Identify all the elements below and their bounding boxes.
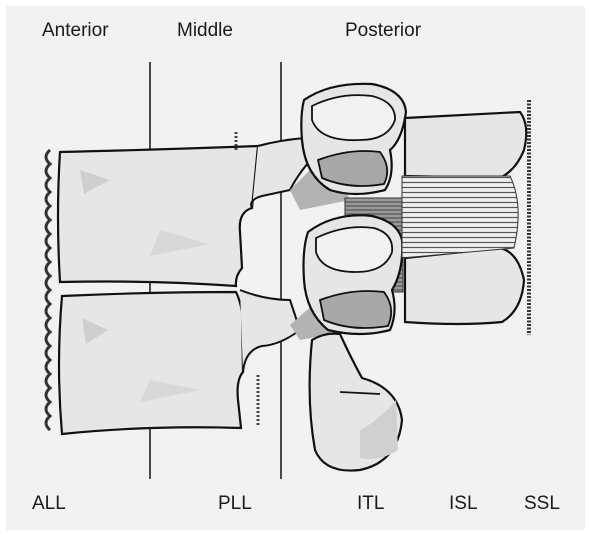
ligament-label-itl: ITL bbox=[357, 494, 384, 513]
lower-spinous-process bbox=[405, 248, 524, 324]
ligament-label-isl: ISL bbox=[449, 494, 478, 513]
lower-vertebral-body bbox=[59, 292, 243, 434]
ligament-label-all: ALL bbox=[32, 494, 66, 513]
ligament-label-ssl: SSL bbox=[524, 494, 560, 513]
interspinous-ligament bbox=[402, 176, 518, 258]
column-label-posterior: Posterior bbox=[345, 21, 421, 40]
upper-spinous-process bbox=[405, 112, 526, 178]
ligament-label-pll: PLL bbox=[218, 494, 252, 513]
upper-lamina bbox=[312, 95, 395, 140]
middle-lamina bbox=[316, 227, 392, 272]
middle-articular-facet bbox=[320, 291, 391, 328]
upper-vertebral-body bbox=[58, 146, 258, 286]
column-label-anterior: Anterior bbox=[42, 21, 109, 40]
upper-articular-facet bbox=[318, 151, 387, 186]
column-label-middle: Middle bbox=[177, 21, 233, 40]
